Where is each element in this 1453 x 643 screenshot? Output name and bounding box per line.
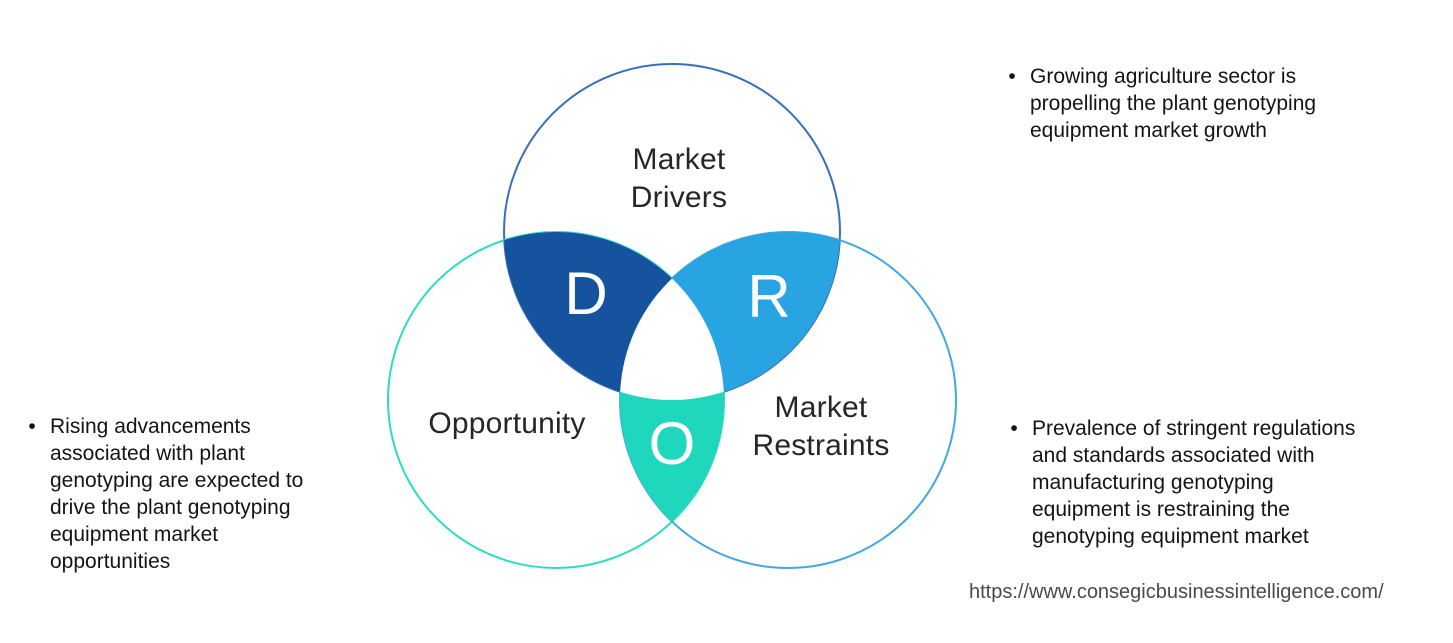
bullet-icon: • bbox=[1008, 65, 1016, 88]
region-d-fill bbox=[504, 232, 724, 400]
annotation-opportunity: • Rising advancements associated with pl… bbox=[26, 413, 366, 575]
opportunity-circle-label: Opportunity bbox=[428, 407, 586, 440]
restraints-circle-label: Market Restraints bbox=[752, 391, 890, 462]
bullet-icon: • bbox=[1010, 417, 1018, 440]
annotation-restraints-text: Prevalence of stringent regulations and … bbox=[1032, 417, 1356, 548]
drivers-circle-label: Market Drivers bbox=[630, 143, 728, 214]
region-letter-r: R bbox=[747, 263, 790, 330]
annotation-drivers-text: Growing agriculture sector is propelling… bbox=[1030, 65, 1317, 142]
region-letter-o: O bbox=[649, 410, 696, 477]
region-letter-d: D bbox=[564, 260, 607, 327]
annotation-opportunity-text: Rising advancements associated with plan… bbox=[50, 415, 304, 573]
region-r-fill bbox=[620, 232, 840, 400]
annotation-drivers: • Growing agriculture sector is propelli… bbox=[1006, 63, 1386, 144]
source-url: https://www.consegicbusinessintelligence… bbox=[969, 581, 1384, 603]
annotation-restraints: • Prevalence of stringent regulations an… bbox=[1008, 415, 1428, 550]
bullet-icon: • bbox=[28, 415, 36, 438]
